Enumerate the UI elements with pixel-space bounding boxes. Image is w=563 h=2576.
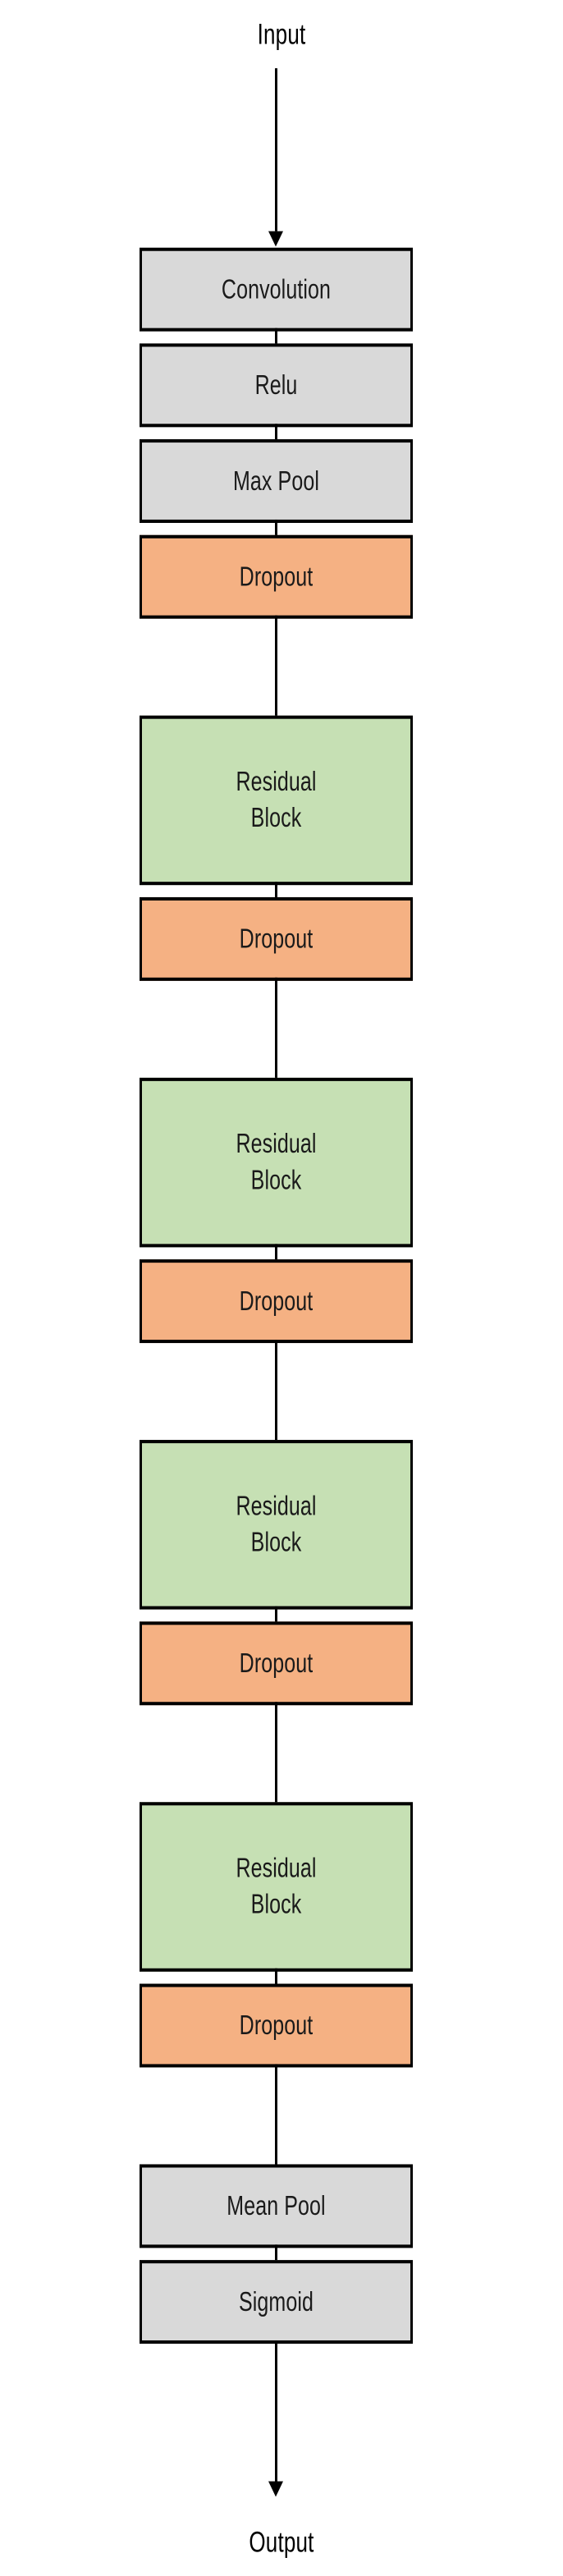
node-residual-block-2[interactable]: Residual Block bbox=[140, 1077, 413, 1248]
node-dropout-3[interactable]: Dropout bbox=[140, 1259, 413, 1344]
connector-mean-pool-to-sigmoid bbox=[275, 2244, 277, 2264]
node-mean-pool[interactable]: Mean Pool bbox=[140, 2164, 413, 2248]
connector-sigmoid-to-output bbox=[275, 2340, 277, 2484]
arrowhead-into-convolution bbox=[268, 231, 283, 247]
node-relu[interactable]: Relu bbox=[140, 343, 413, 428]
node-mean-pool-label: Mean Pool bbox=[227, 2189, 326, 2221]
output-label: Output bbox=[249, 2525, 314, 2559]
node-residual-block-2-label: Residual Block bbox=[236, 1128, 317, 1196]
node-sigmoid-label: Sigmoid bbox=[238, 2285, 314, 2317]
connector-residual-2-to-dropout-3 bbox=[275, 1244, 277, 1263]
node-residual-block-4[interactable]: Residual Block bbox=[140, 1802, 413, 1972]
node-residual-block-1[interactable]: Residual Block bbox=[140, 715, 413, 886]
node-dropout-2-label: Dropout bbox=[239, 923, 314, 954]
connector-relu-to-max-pool bbox=[275, 424, 277, 443]
input-label: Input bbox=[257, 17, 306, 51]
node-sigmoid[interactable]: Sigmoid bbox=[140, 2260, 413, 2345]
node-max-pool[interactable]: Max Pool bbox=[140, 439, 413, 523]
node-dropout-1-label: Dropout bbox=[239, 561, 314, 592]
node-relu-label: Relu bbox=[254, 369, 298, 401]
connector-residual-4-to-dropout-5 bbox=[275, 1968, 277, 1987]
connector-residual-3-to-dropout-4 bbox=[275, 1606, 277, 1625]
node-dropout-3-label: Dropout bbox=[239, 1285, 314, 1317]
node-residual-block-3[interactable]: Residual Block bbox=[140, 1440, 413, 1610]
connector-convolution-to-relu bbox=[275, 328, 277, 347]
node-residual-block-3-label: Residual Block bbox=[236, 1490, 317, 1558]
node-convolution-label: Convolution bbox=[221, 273, 332, 305]
node-dropout-5[interactable]: Dropout bbox=[140, 1983, 413, 2068]
connector-dropout-4-to-residual-4 bbox=[275, 1702, 277, 1806]
connector-max-pool-to-dropout-1 bbox=[275, 519, 277, 539]
node-residual-block-1-label: Residual Block bbox=[236, 766, 317, 834]
node-dropout-4-label: Dropout bbox=[239, 1647, 314, 1679]
connector-dropout-2-to-residual-2 bbox=[275, 977, 277, 1081]
connector-dropout-3-to-residual-3 bbox=[275, 1340, 277, 1444]
node-max-pool-label: Max Pool bbox=[232, 465, 319, 497]
connector-residual-1-to-dropout-2 bbox=[275, 882, 277, 901]
connector-dropout-1-to-residual-1 bbox=[275, 615, 277, 719]
arrowhead-into-output bbox=[268, 2481, 283, 2497]
node-residual-block-4-label: Residual Block bbox=[236, 1852, 317, 1920]
node-convolution[interactable]: Convolution bbox=[140, 247, 413, 332]
node-dropout-5-label: Dropout bbox=[239, 2010, 314, 2041]
node-dropout-2[interactable]: Dropout bbox=[140, 896, 413, 981]
connector-input-to-convolution bbox=[275, 68, 277, 231]
node-dropout-1[interactable]: Dropout bbox=[140, 534, 413, 619]
connector-dropout-5-to-mean-pool bbox=[275, 2064, 277, 2168]
node-dropout-4[interactable]: Dropout bbox=[140, 1621, 413, 1706]
